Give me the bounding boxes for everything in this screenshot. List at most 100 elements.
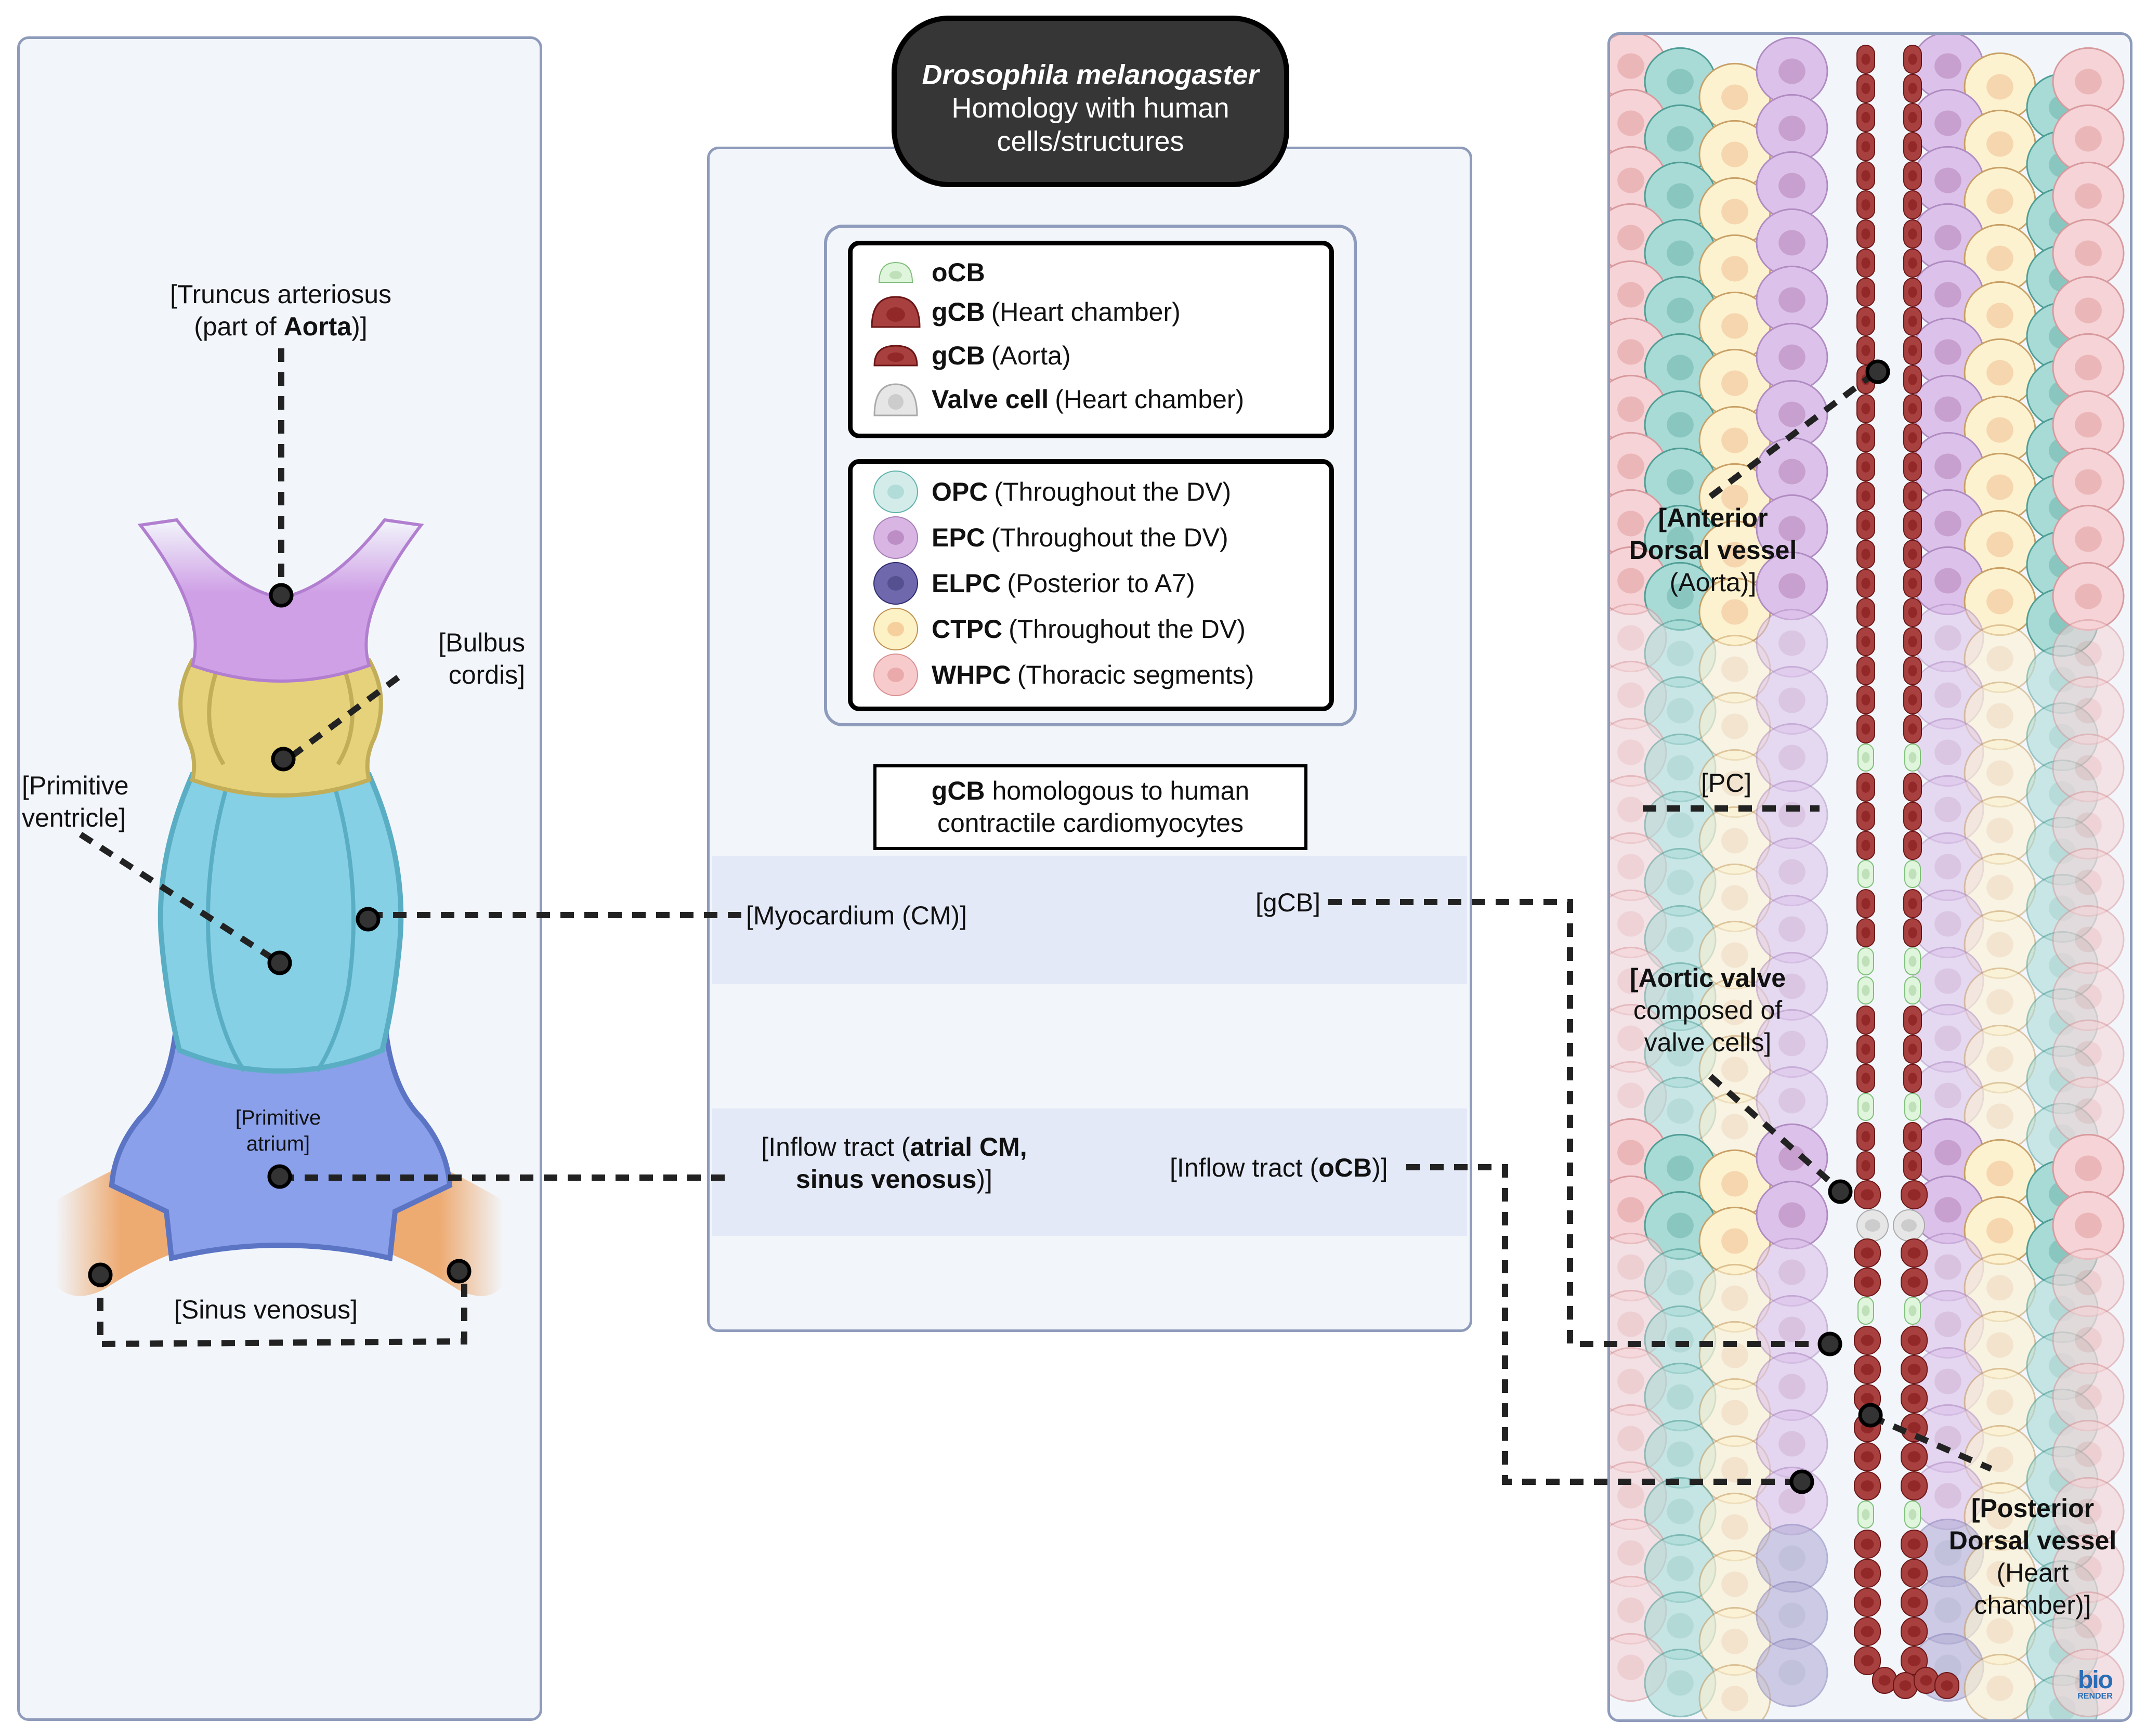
elpc-cell (1756, 1523, 1828, 1593)
gcb-cell (1901, 1442, 1928, 1471)
gcb-cell (1856, 1122, 1875, 1151)
ctpc-cell (1964, 967, 2036, 1037)
gcb-cell (1856, 569, 1875, 598)
gcb-cell (1901, 1413, 1928, 1442)
gcb-cell (1903, 45, 1922, 74)
ocb-cell (1904, 743, 1921, 772)
gcb-cell (1856, 481, 1875, 511)
gcb-cell (1903, 773, 1922, 802)
whpc-cell (2052, 1019, 2125, 1089)
legend-item-ctpc: CTPC(Throughout the DV) (853, 607, 1246, 651)
epc-cell (1756, 265, 1828, 335)
whpc-cell (2052, 1076, 2125, 1146)
gcb-cell (1854, 1268, 1881, 1297)
gcb-cell (1893, 1672, 1918, 1699)
gcb-cell (1903, 511, 1922, 540)
gcb-cell (1903, 569, 1922, 598)
gcb-cell (1903, 1035, 1922, 1064)
gcb-cell (1856, 190, 1875, 219)
gcb-cell (1854, 1355, 1881, 1384)
opc-cell (1644, 733, 1717, 803)
gcb-cell (1934, 1672, 1959, 1699)
label-gcb: [gCB] (1255, 888, 1321, 917)
epc-cell (1756, 94, 1828, 163)
cells-illustration (1610, 35, 2125, 1719)
gcb-cell (1903, 452, 1922, 481)
whpc-cell-icon (867, 652, 924, 697)
elpc-cell (1756, 1581, 1828, 1650)
gcb-cell (1903, 190, 1922, 219)
whpc-cell (2052, 1419, 2125, 1489)
gcb-cell (1856, 511, 1875, 540)
label-primitive-atrium: [Primitive atrium] (235, 1106, 321, 1155)
gcb-cell (1854, 1588, 1881, 1617)
ctpc-cell (1964, 166, 2036, 236)
gcb-cell (1856, 831, 1875, 860)
legend-item-valve-cell: Valve cell(Heart chamber) (853, 377, 1244, 421)
gcb-cell (1914, 1667, 1939, 1694)
epc-cell (1756, 723, 1828, 792)
title-box: Drosophila melanogaster Homology with hu… (892, 16, 1289, 187)
whpc-cell (2052, 1591, 2125, 1661)
gcb-cell (1856, 307, 1875, 336)
ctpc-cell (1964, 738, 2036, 808)
gcb-aorta-cell-icon (867, 343, 924, 369)
opc-cell-icon (867, 469, 924, 514)
opc-cell (1644, 504, 1717, 574)
label-aortic-valve: [Aortic valve composed of valve cells] (1629, 963, 1786, 1057)
gcb-cell (1856, 1006, 1875, 1035)
title-subtitle: Homology with human cells/structures (951, 93, 1229, 157)
legend-item-ocb: oCB (853, 251, 991, 294)
species-name: Drosophila melanogaster (922, 59, 1259, 90)
epc-cell (1756, 551, 1828, 621)
gcb-cell (1903, 1064, 1922, 1093)
whpc-cell (2052, 1248, 2125, 1317)
legend-item-epc: EPC(Throughout the DV) (853, 516, 1228, 559)
elpc-cell-icon (867, 561, 924, 606)
epc-cell-icon (867, 515, 924, 560)
ctpc-cell (1964, 1539, 2036, 1609)
epc-cell (1756, 208, 1828, 278)
gcb-cell (1856, 802, 1875, 831)
gcb-cell (1903, 627, 1922, 656)
gcb-homology-note: gCB homologous to human contractile card… (873, 764, 1307, 850)
ctpc-cell (1964, 1024, 2036, 1094)
gcb-cell (1901, 1559, 1928, 1588)
legend-item-gcb-heart: gCB(Heart chamber) (853, 290, 1181, 334)
label-inflow-tract-human: [Inflow tract (atrial CM, sinus venosus)… (761, 1132, 1027, 1194)
gcb-cell (1856, 45, 1875, 74)
valve-cell-icon (867, 381, 924, 417)
whpc-cell (2052, 1133, 2125, 1203)
gcb-cell (1901, 1180, 1928, 1209)
gcb-cell (1903, 1151, 1922, 1180)
gcb-cell (1903, 1006, 1922, 1035)
gcb-cell (1856, 423, 1875, 452)
gcb-cell (1901, 1471, 1928, 1500)
ocb-cell (1904, 976, 1921, 1004)
opc-cell (1644, 390, 1717, 460)
gcb-cell (1854, 1413, 1881, 1442)
gcb-cell (1854, 1617, 1881, 1646)
label-anterior-dorsal-vessel: [Anterior Dorsal vessel (Aorta)] (1629, 503, 1797, 597)
ocb-cell (1904, 1297, 1921, 1325)
gcb-cell (1856, 627, 1875, 656)
valve-cell (1893, 1209, 1925, 1242)
gcb-cell (1854, 1471, 1881, 1500)
ctpc-cell (1698, 234, 1771, 304)
ctpc-cell (1964, 1482, 2036, 1551)
gcb-cell (1856, 598, 1875, 627)
legend-item-gcb-aorta: gCB(Aorta) (853, 334, 1071, 377)
ocb-cell (1857, 860, 1874, 888)
whpc-cell (2052, 276, 2125, 345)
whpc-cell (2052, 504, 2125, 574)
gcb-cell (1856, 219, 1875, 249)
gcb-cell (1903, 219, 1922, 249)
gcb-cell (1903, 598, 1922, 627)
gcb-heart-cell-icon (867, 294, 924, 330)
gcb-cell (1854, 1442, 1881, 1471)
ctpc-cell (1964, 567, 2036, 636)
gcb-cell (1856, 918, 1875, 947)
gcb-cell (1856, 1151, 1875, 1180)
biorender-logo: bio RENDER (2077, 1666, 2113, 1701)
whpc-cell (2052, 390, 2125, 460)
